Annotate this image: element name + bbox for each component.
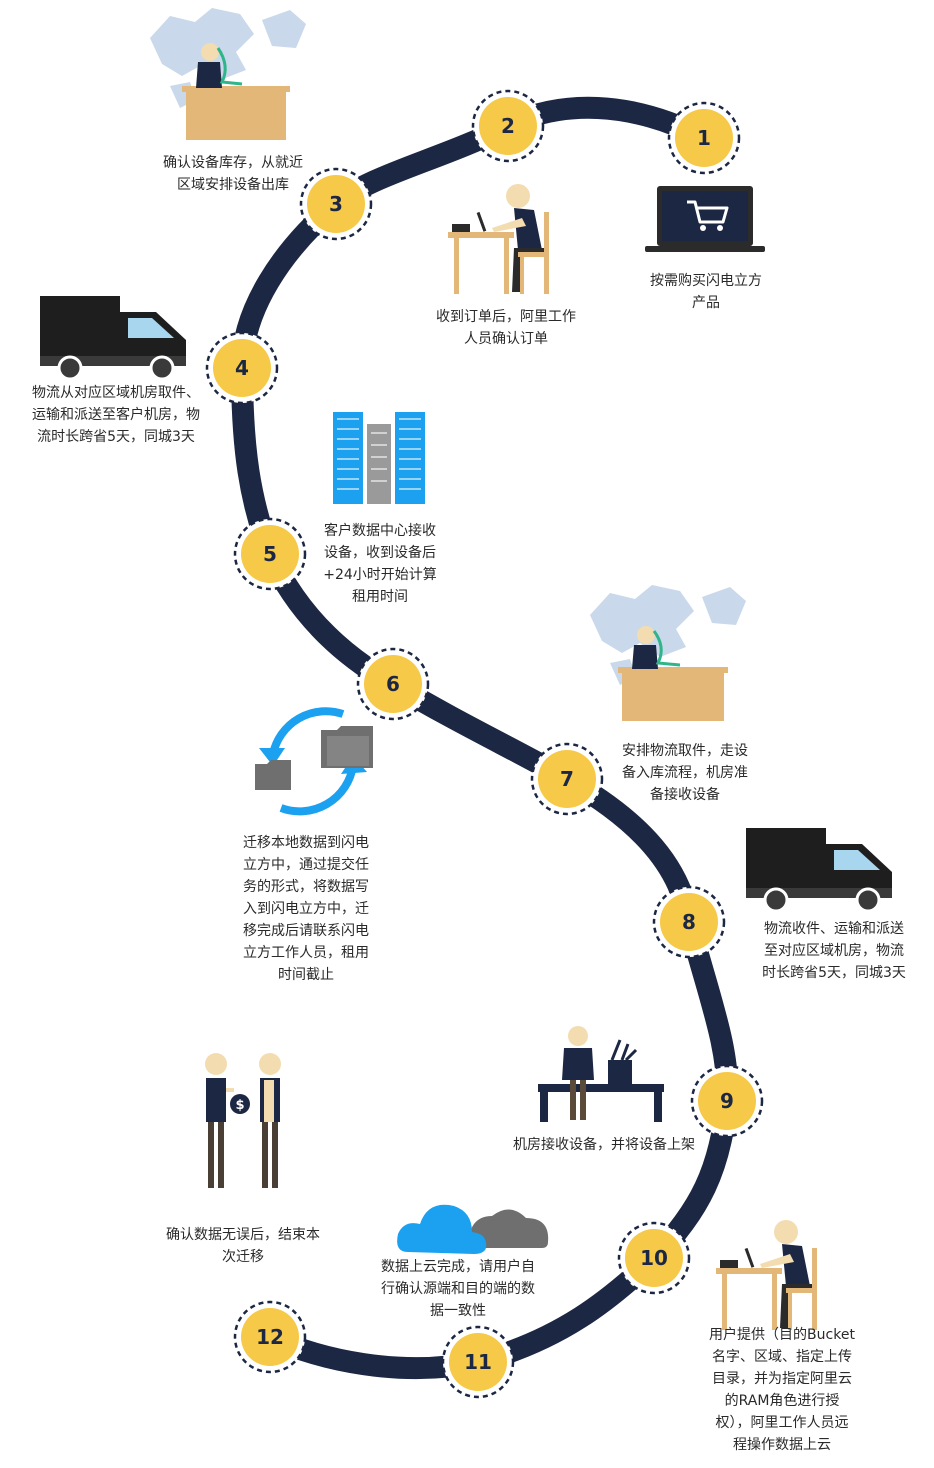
step-node-disc (660, 893, 718, 951)
step-node-disc (241, 1308, 299, 1366)
sync-folders-icon (255, 707, 373, 816)
step-11-caption: 数据上云完成，请用户自 行确认源端和目的端的数 据一致性 (381, 1259, 535, 1319)
step-node-8: 8 (652, 885, 726, 959)
cloud-icon (397, 1204, 549, 1254)
step-8-caption: 物流收件、运输和派送 至对应区域机房，物流 时长跨省5天，同城3天 (762, 921, 906, 981)
step-node-4: 4 (205, 331, 279, 405)
step-1-caption: 按需购买闪电立方 产品 (650, 273, 762, 311)
shopping-cart-laptop-icon (645, 186, 765, 252)
step-number: 10 (640, 1246, 668, 1270)
step-node-disc (479, 97, 537, 155)
step-number: 8 (682, 910, 696, 934)
step-7-caption: 安排物流取件，走设 备入库流程，机房准 备接收设备 (622, 743, 748, 803)
step-6-caption: 迁移本地数据到闪电 立方中，通过提交任 务的形式，将数据写 入到闪电立方中，迁 … (243, 835, 369, 983)
step-number: 2 (501, 114, 515, 138)
step-node-11: 11 (441, 1325, 515, 1399)
phone-desk-world-map-icon (150, 8, 306, 140)
step-node-3: 3 (299, 167, 373, 241)
step-node-disc (307, 175, 365, 233)
step-node-disc (675, 109, 733, 167)
step-9-caption: 机房接收设备，并将设备上架 (513, 1137, 695, 1153)
step-4-caption: 物流从对应区域机房取件、 运输和派送至客户机房，物 流时长跨省5天，同城3天 (32, 385, 200, 445)
step-number: 11 (464, 1350, 492, 1374)
step-number: 6 (386, 672, 400, 696)
step-node-9: 9 (690, 1064, 764, 1138)
step-node-2: 2 (471, 89, 545, 163)
worker-at-desk-icon (716, 1220, 817, 1330)
step-node-5: 5 (233, 517, 307, 591)
step-node-7: 7 (530, 742, 604, 816)
step-5-caption: 客户数据中心接收 设备，收到设备后 +24小时开始计算 租用时间 (323, 523, 437, 605)
office-buildings-icon (333, 412, 425, 504)
delivery-truck-icon (40, 296, 186, 381)
step-2-caption: 收到订单后，阿里工作 人员确认订单 (436, 309, 576, 347)
step-node-disc (625, 1229, 683, 1287)
phone-desk-world-map-icon (590, 585, 746, 721)
step-node-disc (449, 1333, 507, 1391)
step-node-disc (364, 655, 422, 713)
server-rack-worker-icon (538, 1026, 664, 1122)
step-node-1: 1 (667, 101, 741, 175)
step-node-10: 10 (617, 1221, 691, 1295)
step-node-disc (698, 1072, 756, 1130)
step-number: 12 (256, 1325, 284, 1349)
step-number: 9 (720, 1089, 734, 1113)
worker-at-desk-icon (448, 184, 549, 294)
step-node-6: 6 (356, 647, 430, 721)
svg-text:$: $ (235, 1098, 244, 1113)
step-12-caption: 确认数据无误后，结束本 次迁移 (166, 1227, 320, 1265)
step-node-disc (213, 339, 271, 397)
step-node-disc (241, 525, 299, 583)
step-node-12: 12 (233, 1300, 307, 1374)
step-number: 5 (263, 542, 277, 566)
step-number: 1 (697, 126, 711, 150)
money-handover-icon: $ (205, 1053, 281, 1188)
step-number: 7 (560, 767, 574, 791)
step-3-caption: 确认设备库存，从就近 区域安排设备出库 (163, 155, 303, 193)
step-10-caption: 用户提供（目的Bucket 名字、区域、指定上传 目录，并为指定阿里云 的RAM… (709, 1327, 855, 1453)
step-node-disc (538, 750, 596, 808)
step-number: 4 (235, 356, 249, 380)
delivery-truck-icon (746, 828, 892, 913)
step-number: 3 (329, 192, 343, 216)
